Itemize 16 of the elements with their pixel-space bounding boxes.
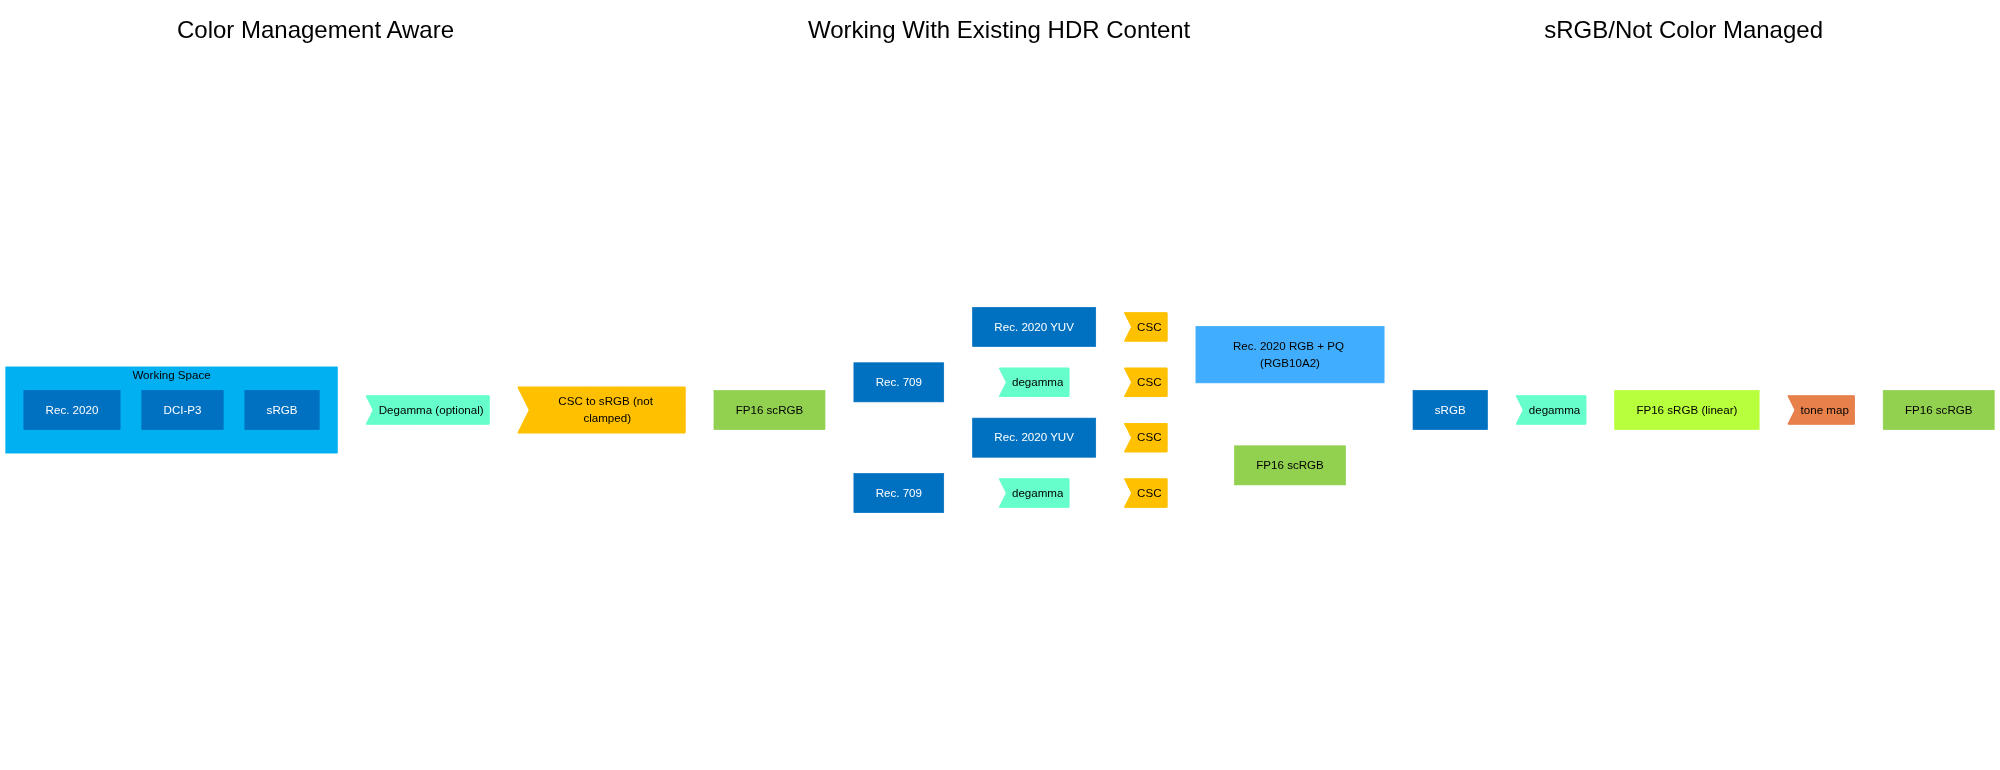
node-box: Rec. 2020 YUV [972,307,1097,347]
node-box: FP16 scRGB [713,390,826,430]
node-box: Rec. 709 [853,362,945,403]
node-box: FP16 scRGB [1882,390,1995,430]
node-box: DCI-P3 [141,390,224,430]
section-heading: Working With Existing HDR Content [807,16,1191,44]
node-box: sRGB [244,390,320,430]
section-heading: Color Management Aware [176,16,454,44]
node-box: Rec. 2020 [23,390,121,430]
node-box: sRGB [1412,390,1488,430]
section-heading: sRGB/Not Color Managed [1544,16,1823,44]
node-box: FP16 scRGB [1234,445,1346,486]
node-box: Rec. 2020 RGB + PQ (RGB10A2) [1195,326,1385,384]
node-box: Rec. 2020 YUV [972,417,1097,458]
node-box: FP16 sRGB (linear) [1614,390,1760,430]
node-box: Rec. 709 [853,473,945,513]
